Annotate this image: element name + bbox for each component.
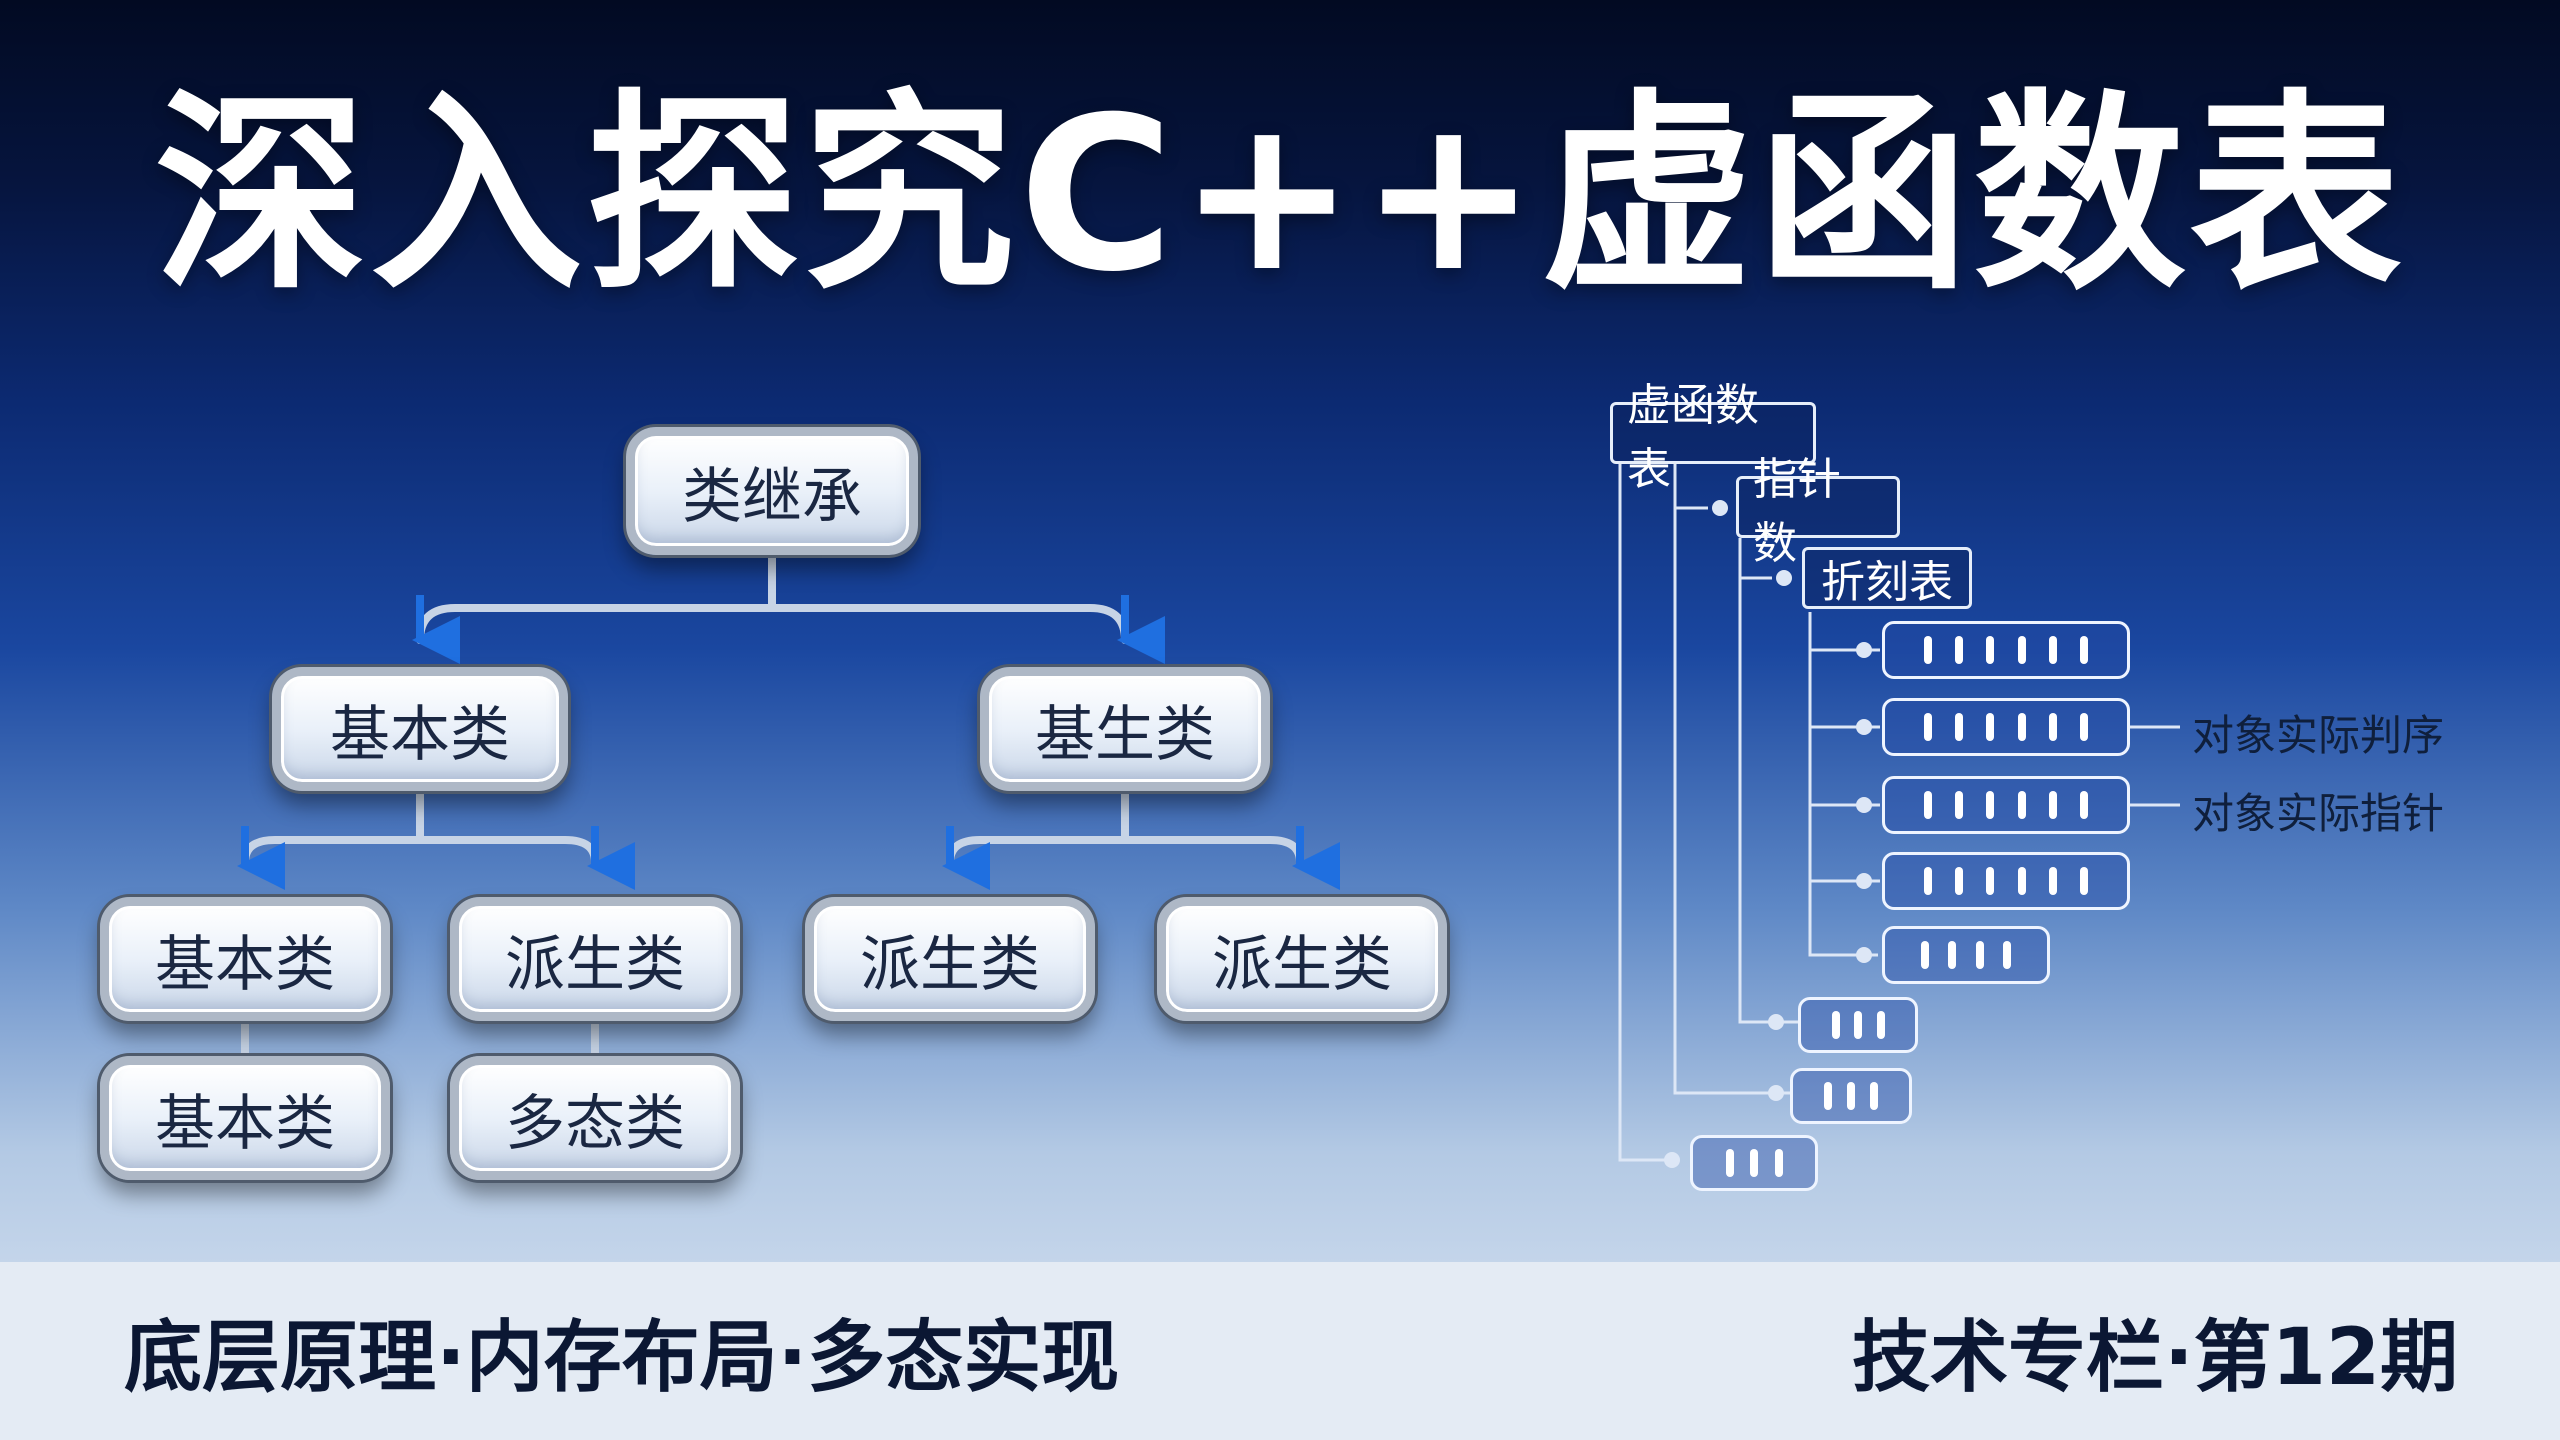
footer-bar [0,1262,2560,1440]
node-polymorphic-class: 多态类 [450,1056,740,1180]
connector-dot [1856,797,1872,813]
vtable-slot [1882,698,2130,756]
vtable-label: 虚函数表 [1610,380,1816,495]
pointer-count-label: 指针数 [1736,454,1900,569]
pip [2017,713,2026,741]
pip [2079,867,2088,895]
node-derived-class: 派生类 [805,897,1095,1021]
pip [2079,636,2088,664]
node-derived-class: 派生类 [1157,897,1447,1021]
connector-line [416,604,1129,644]
connector-line [1738,578,1798,1024]
pip [1854,1011,1862,1039]
annotation-object-order: 对象实际判序 [2192,711,2445,760]
pip [2003,941,2012,969]
vtable-slot [1790,1068,1912,1124]
pip [1955,791,1964,819]
pip [1750,1149,1758,1177]
pip [2048,867,2057,895]
pip [2048,791,2057,819]
pip [1924,867,1933,895]
pip [1924,791,1933,819]
pip [2017,636,2026,664]
pip [1955,636,1964,664]
pip [2017,791,2026,819]
pip [1986,636,1995,664]
pip [1870,1082,1878,1110]
vtable-slot [1882,776,2130,834]
node-base-class: 基本类 [100,1056,390,1180]
connector-dot [1664,1152,1680,1168]
pip [2048,636,2057,664]
vtable-slot [1798,997,1918,1053]
footer-topics: 底层原理·内存布局·多态实现 [124,1313,1120,1403]
connector-dot [1768,1014,1784,1030]
pip [1774,1149,1783,1177]
connector-dot [1856,947,1872,963]
pip [1824,1082,1832,1110]
connector-line [946,836,1304,866]
pip [1924,713,1933,741]
pip [1948,941,1957,969]
pip [1847,1082,1855,1110]
connector-dot [1712,500,1728,516]
node-class-inheritance: 类继承 [626,427,918,555]
pip [1924,636,1933,664]
pip [2017,867,2026,895]
node-derived-class: 派生类 [450,897,740,1021]
pip [2048,713,2057,741]
pip [1986,713,1995,741]
connector-line [1673,508,1790,1095]
connector-dot [1856,873,1872,889]
connector-line [1808,612,1878,957]
connector-dot [1856,719,1872,735]
connector-line [1618,462,1668,1162]
pip [1876,1011,1885,1039]
pip [1955,867,1964,895]
pip [2079,713,2088,741]
connector-line [241,836,599,866]
connector-dot [1856,642,1872,658]
pip [1986,791,1995,819]
pip [2079,791,2088,819]
connector-dot [1768,1085,1784,1101]
pip [1986,867,1995,895]
connector-dot [1776,570,1792,586]
footer-issue: 技术专栏·第12期 [1852,1313,2459,1403]
pip [1955,713,1964,741]
pip [1831,1011,1840,1039]
vtable-slot [1690,1135,1818,1191]
node-base-class: 基本类 [100,897,390,1021]
offset-table-label: 折刻表 [1802,547,1972,609]
page-title: 深入探究C++虚函数表 [154,71,2406,318]
node-base-derived-class: 基生类 [980,667,1270,791]
pip [1975,941,1984,969]
vtable-slot [1882,926,2050,984]
vtable-slot [1882,852,2130,910]
pip [1725,1149,1734,1177]
pip [1920,941,1929,969]
annotation-object-pointer: 对象实际指针 [2192,789,2445,838]
node-base-class: 基本类 [272,667,568,791]
vtable-slot [1882,621,2130,679]
